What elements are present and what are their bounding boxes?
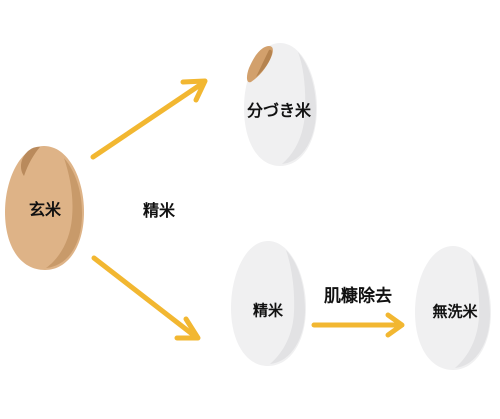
partial-polished-rice-grain (244, 43, 317, 166)
wash-free-rice-label: 無洗米 (432, 302, 478, 321)
germ-patch (246, 46, 273, 83)
polishing-process-label: 精米 (142, 201, 176, 220)
bran-removal-process-label: 肌糠除去 (324, 286, 392, 307)
arrow-to-polished (91, 255, 201, 341)
brown-rice-label: 玄米 (28, 200, 62, 219)
wash-free-rice-grain (415, 246, 491, 370)
arrow-to-wash-free (311, 312, 405, 338)
brown-rice-tip (20, 146, 40, 176)
polished-rice-grain (231, 241, 306, 366)
polished-rice-shade (270, 250, 305, 364)
brown-rice-body (5, 146, 84, 270)
arrow-to-partial-polished (90, 78, 208, 160)
wash-free-rice-body (415, 246, 491, 370)
germ-patch-shade (256, 49, 273, 77)
brown-rice-shade (46, 158, 82, 268)
partial-rice-shade (282, 52, 316, 164)
partial-polished-rice-label: 分づき米 (246, 101, 312, 120)
brown-rice-grain (5, 146, 84, 270)
wash-free-rice-shade (455, 255, 490, 368)
partial-rice-body (244, 43, 317, 166)
polished-rice-label: 精米 (252, 301, 284, 320)
polished-rice-body (231, 241, 306, 366)
